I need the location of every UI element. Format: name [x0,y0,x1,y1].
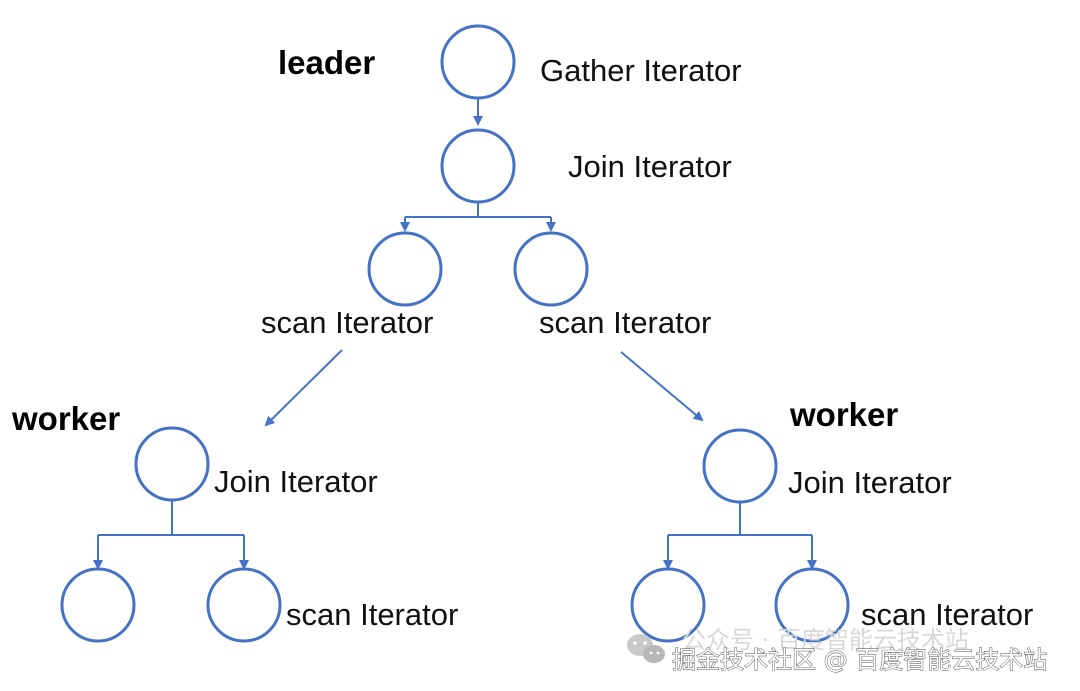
leader-label: leader [278,44,375,81]
wechat-icon [627,634,665,663]
node-scan-iterator-top-right [513,231,589,307]
label-scan-iterator-top-left: scan Iterator [261,305,433,340]
label-scan-iterator-top-right: scan Iterator [539,305,711,340]
node-join-iterator-left [134,426,210,502]
node-scan-iterator-right [774,567,850,643]
watermark-main-text: 掘金技术社区 @ 百度智能云技术站 [672,646,1047,674]
node-scan-iterator-top-left [367,231,443,307]
node-left-child1 [60,567,136,643]
edge-scan-left-to-worker [264,349,343,427]
worker-left-label: worker [11,400,120,437]
label-join-iterator-right: Join Iterator [788,465,952,500]
node-join-iterator-top [440,128,516,204]
label-join-iterator-left: Join Iterator [214,464,378,499]
label-scan-iterator-right: scan Iterator [861,597,1033,632]
watermark-faint-line: 公众号 · 百度智能云技术站 [682,626,969,654]
edge-scan-right-to-worker [620,351,704,422]
node-scan-iterator-left [206,567,282,643]
watermark: 公众号 · 百度智能云技术站 掘金技术社区 @ 百度智能云技术站 [627,626,1048,674]
node-join-iterator-right [702,428,778,504]
label-join-iterator-top: Join Iterator [568,149,732,184]
node-gather-iterator [440,24,516,100]
label-scan-iterator-left: scan Iterator [286,597,458,632]
node-right-child1 [630,567,706,643]
label-gather-iterator: Gather Iterator [540,53,742,88]
worker-right-label: worker [789,396,898,433]
